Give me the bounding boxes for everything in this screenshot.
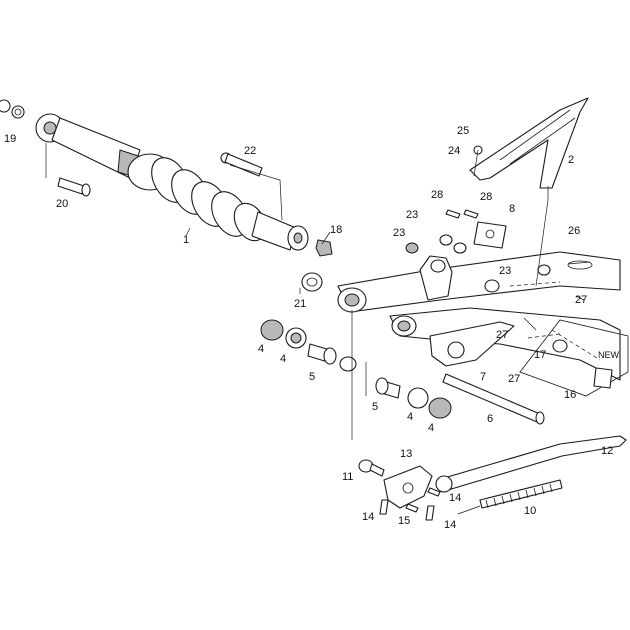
callout-4-b: 4 (280, 353, 286, 365)
spacer-5-left (307, 343, 357, 372)
new-part-tag: NEW (598, 350, 620, 360)
callout-14-b: 14 (449, 492, 461, 504)
spring-10 (457, 479, 563, 515)
nut-18 (315, 239, 333, 257)
callout-21: 21 (294, 298, 306, 310)
callout-18: 18 (330, 224, 342, 236)
callout-10: 10 (524, 505, 536, 517)
bolts-28 (445, 209, 479, 219)
screws-14-15 (379, 487, 441, 521)
callout-12: 12 (601, 445, 613, 457)
callout-1: 1 (183, 234, 189, 246)
callout-23-c: 23 (499, 265, 511, 277)
plate-8 (473, 221, 507, 249)
callout-27-c: 27 (508, 373, 520, 385)
bushing-26 (537, 264, 551, 276)
callout-19: 19 (4, 133, 16, 145)
callout-14-c: 14 (444, 519, 456, 531)
callout-14-a: 14 (362, 511, 374, 523)
callout-20: 20 (56, 198, 68, 210)
spacer-5-right (375, 377, 401, 399)
callout-7: 7 (480, 371, 486, 383)
callout-4-c: 4 (407, 411, 413, 423)
bushings-23 (405, 234, 500, 293)
callout-27-a: 27 (575, 294, 587, 306)
callout-2: 2 (568, 154, 574, 166)
leader-lines (45, 143, 585, 440)
washer-19 (0, 99, 25, 119)
callout-22: 22 (244, 145, 256, 157)
bolt-22 (220, 152, 263, 177)
callout-17: 17 (534, 349, 546, 361)
callout-26: 26 (568, 225, 580, 237)
callout-4-d: 4 (428, 422, 434, 434)
stand-bracket-13 (358, 459, 433, 509)
callout-4-a: 4 (258, 343, 264, 355)
callout-27-b: 27 (496, 329, 508, 341)
callout-5-b: 5 (372, 401, 378, 413)
callout-23-b: 23 (393, 227, 405, 239)
sensor-bracket-16 (519, 319, 629, 397)
shock-absorber (35, 113, 309, 251)
bearings-4-left (260, 319, 307, 349)
callout-28-a: 28 (431, 189, 443, 201)
bracket-2 (469, 97, 589, 189)
callout-13: 13 (400, 448, 412, 460)
side-stand-12 (435, 435, 627, 493)
callout-5-a: 5 (309, 371, 315, 383)
callout-28-b: 28 (480, 191, 492, 203)
callout-15: 15 (398, 515, 410, 527)
callout-23-a: 23 (406, 209, 418, 221)
swingarm (337, 251, 621, 381)
callout-6: 6 (487, 413, 493, 425)
callout-labels: 1 2 4 4 4 4 5 5 6 7 8 10 11 12 13 14 14 … (4, 125, 620, 531)
callout-24: 24 (448, 145, 460, 157)
callout-11: 11 (342, 471, 353, 483)
axle-6 (442, 373, 545, 425)
bolt-20 (57, 177, 91, 197)
callout-8: 8 (509, 203, 515, 215)
callout-16: 16 (564, 389, 576, 401)
callout-25: 25 (457, 125, 469, 137)
bearings-4-right (407, 387, 452, 419)
washer-21 (301, 272, 323, 292)
